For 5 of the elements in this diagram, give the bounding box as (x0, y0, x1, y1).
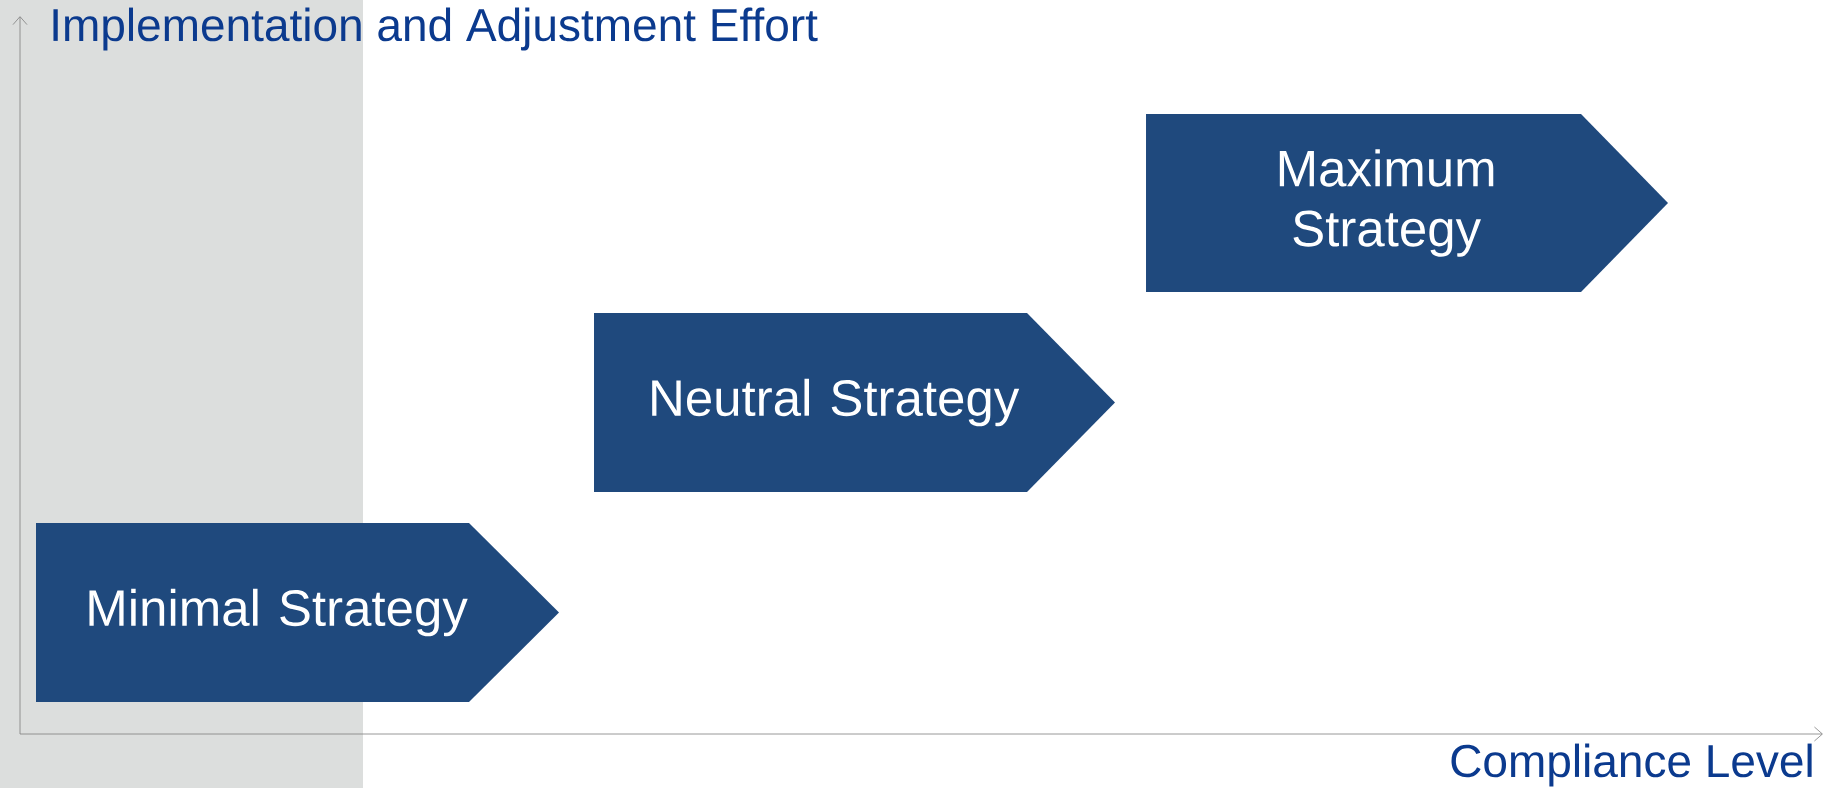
axis-label: Compliance Level (1451, 743, 1812, 787)
chevron-box: Neutral Strategy (594, 313, 1115, 492)
chevron-box: Minimal Strategy (36, 523, 559, 702)
axis-label: Implementation and Adjustment Effort (53, 7, 818, 51)
chevron-box: Maximum Strategy (1146, 114, 1668, 292)
